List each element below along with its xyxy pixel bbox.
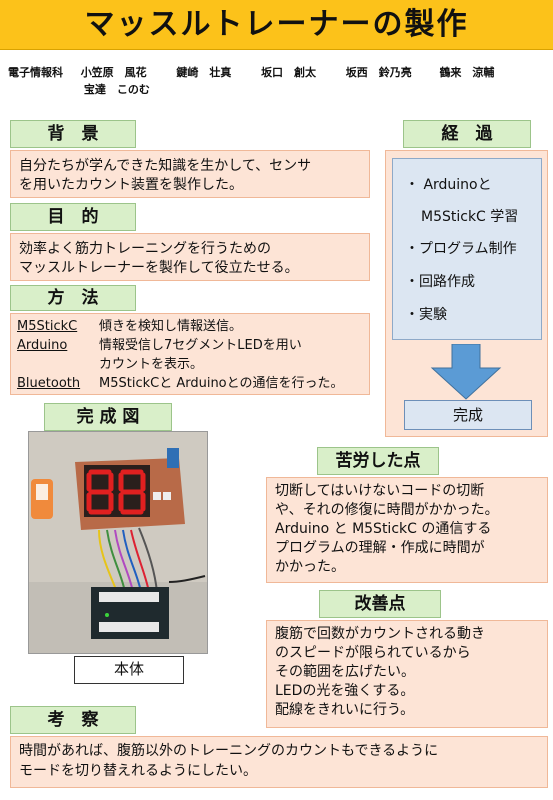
- hardships-body: 切断してはいけないコードの切断 や、それの修復に時間がかかった。 Arduino…: [266, 477, 548, 583]
- hardships-line: かかった。: [275, 559, 345, 575]
- discussion-heading: 考 察: [10, 706, 136, 734]
- method-row: Arduino 情報受信し7セグメントLEDを用い: [17, 336, 363, 355]
- discussion-line: モードを切り替えれるようにしたい。: [19, 763, 257, 779]
- background-line: を用いたカウント装置を製作した。: [19, 177, 243, 193]
- hardships-line: プログラムの理解・作成に時間が: [275, 540, 485, 556]
- author: 小笠原 風花: [80, 66, 147, 79]
- hardships-line: や、それの修復に時間がかかった。: [275, 502, 499, 518]
- background-heading: 背 景: [10, 120, 136, 148]
- method-desc: 傾きを検知し情報送信。: [99, 319, 243, 334]
- device-photo: [28, 431, 208, 654]
- completed-heading: 完 成 図: [44, 403, 172, 431]
- progress-item: M5StickC 学習: [421, 209, 519, 225]
- background-body: 自分たちが学んできた知識を生かして、センサ を用いたカウント装置を製作した。: [10, 150, 370, 198]
- method-desc: 情報受信し7セグメントLEDを用い: [99, 338, 302, 353]
- progress-item: ・プログラム制作: [405, 241, 517, 257]
- improvements-body: 腹筋で回数がカウントされる動き のスピードが限られているから その範囲を広げたい…: [266, 620, 548, 728]
- purpose-body: 効率よく筋力トレーニングを行うための マッスルトレーナーを製作して役立たせる。: [10, 233, 370, 281]
- progress-item: ・回路作成: [405, 274, 475, 290]
- purpose-heading: 目 的: [10, 203, 136, 231]
- down-arrow-icon: [430, 344, 502, 400]
- author: 鶴来 涼輔: [439, 66, 495, 79]
- department: 電子情報科: [8, 66, 63, 79]
- progress-item: ・ Arduinoと: [405, 177, 492, 193]
- hardships-line: Arduino と M5StickC の通信する: [275, 521, 492, 537]
- progress-list: ・ Arduinoと M5StickC 学習 ・プログラム制作 ・回路作成 ・実…: [392, 158, 542, 340]
- method-heading: 方 法: [10, 285, 136, 311]
- improvements-line: その範囲を広げたい。: [275, 664, 415, 680]
- method-desc: カウントを表示。: [99, 357, 204, 372]
- author: 坂口 創太: [261, 66, 317, 79]
- author-list: 電子情報科 小笠原 風花 鍵崎 壮真 坂口 創太 坂西 鈴乃亮 鶴来 涼輔 宝達…: [8, 64, 548, 98]
- method-label: Bluetooth: [17, 376, 81, 391]
- improvements-line: LEDの光を強くする。: [275, 683, 415, 699]
- method-body: M5StickC 傾きを検知し情報送信。 Arduino 情報受信し7セグメントLE…: [10, 313, 370, 395]
- progress-heading: 経 過: [403, 120, 531, 148]
- method-row: M5StickC 傾きを検知し情報送信。: [17, 317, 363, 336]
- improvements-line: 配線をきれいに行う。: [275, 702, 415, 718]
- photo-caption: 本体: [74, 656, 184, 684]
- device-photo-illustration: [29, 432, 207, 653]
- background-line: 自分たちが学んできた知識を生かして、センサ: [19, 158, 312, 174]
- method-row: カウントを表示。: [17, 355, 363, 374]
- discussion-body: 時間があれば、腹筋以外のトレーニングのカウントもできるように モードを切り替えれ…: [10, 736, 548, 788]
- method-label: M5StickC: [17, 319, 78, 334]
- hardships-heading: 苦労した点: [317, 447, 439, 475]
- improvements-line: 腹筋で回数がカウントされる動き: [275, 626, 485, 642]
- method-desc: M5StickCと Arduinoとの通信を行った。: [99, 376, 344, 391]
- discussion-line: 時間があれば、腹筋以外のトレーニングのカウントもできるように: [19, 743, 439, 759]
- purpose-line: マッスルトレーナーを製作して役立たせる。: [19, 260, 299, 276]
- purpose-line: 効率よく筋力トレーニングを行うための: [19, 241, 271, 257]
- progress-item: ・実験: [405, 307, 447, 323]
- improvements-heading: 改善点: [319, 590, 441, 618]
- poster-title: マッスルトレーナーの製作: [0, 0, 553, 50]
- author: 宝達 このむ: [83, 83, 150, 96]
- method-row: Bluetooth M5StickCと Arduinoとの通信を行った。: [17, 374, 363, 393]
- author: 鍵崎 壮真: [176, 66, 232, 79]
- hardships-line: 切断してはいけないコードの切断: [275, 483, 485, 499]
- improvements-line: のスピードが限られているから: [275, 645, 471, 661]
- author: 坂西 鈴乃亮: [345, 66, 412, 79]
- method-label: Arduino: [17, 338, 68, 353]
- completed-box: 完成: [404, 400, 532, 430]
